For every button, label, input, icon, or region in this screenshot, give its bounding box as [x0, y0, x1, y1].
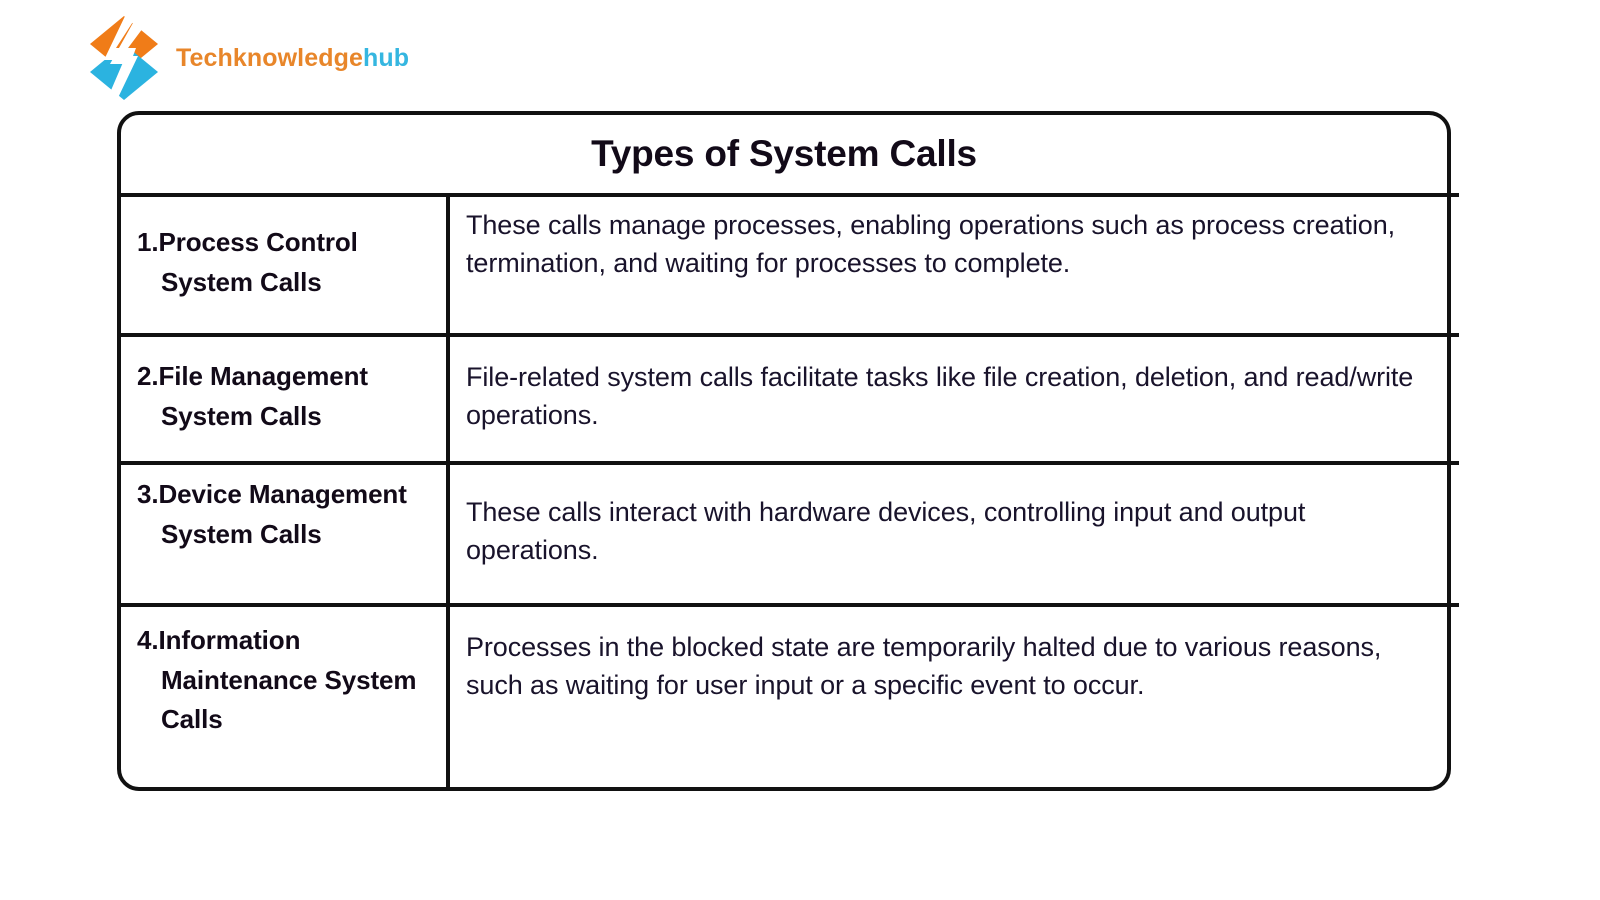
table-divider-1: [117, 333, 1459, 337]
row-description: Processes in the blocked state are tempo…: [466, 632, 1382, 700]
table-cell-label: 1.Process Control System Calls: [121, 193, 446, 333]
table-divider-3: [117, 603, 1459, 607]
table-cell-description: These calls interact with hardware devic…: [446, 461, 1447, 603]
table-cell-description: File-related system calls facilitate tas…: [446, 333, 1447, 461]
brand-name: Techknowledgehub: [176, 43, 410, 72]
brand-name-primary: Techknowledge: [176, 43, 363, 72]
table-row: 1.Process Control System Calls These cal…: [121, 193, 1447, 333]
table-cell-label: 2.File Management System Calls: [121, 333, 446, 461]
table-row: 4.Information Maintenance System Calls P…: [121, 603, 1447, 791]
row-description: These calls manage processes, enabling o…: [466, 210, 1396, 278]
table-column-divider: [446, 193, 450, 791]
table-row: 3.Device Management System Calls These c…: [121, 461, 1447, 603]
table-divider-header: [117, 193, 1459, 197]
table-cell-description: Processes in the blocked state are tempo…: [446, 603, 1447, 791]
page-title: Types of System Calls: [591, 133, 977, 174]
system-calls-table: Types of System Calls 1.Process Control …: [117, 111, 1459, 791]
brand-name-secondary: hub: [362, 43, 410, 72]
row-label: 2.File Management System Calls: [137, 361, 368, 431]
table-cell-label: 4.Information Maintenance System Calls: [121, 603, 446, 791]
table-cell-label: 3.Device Management System Calls: [121, 461, 446, 603]
table-divider-2: [117, 461, 1459, 465]
table-body: 1.Process Control System Calls These cal…: [121, 193, 1447, 791]
row-label: 3.Device Management System Calls: [137, 479, 407, 549]
brand-logo: Techknowledgehub: [86, 12, 410, 104]
table-row: 2.File Management System Calls File-rela…: [121, 333, 1447, 461]
table-cell-description: These calls manage processes, enabling o…: [446, 193, 1447, 333]
row-label: 4.Information Maintenance System Calls: [137, 625, 417, 735]
row-description: File-related system calls facilitate tas…: [466, 362, 1414, 430]
table-header: Types of System Calls: [121, 115, 1447, 193]
diamond-s-logo-icon: [86, 14, 162, 102]
row-description: These calls interact with hardware devic…: [466, 497, 1306, 565]
row-label: 1.Process Control System Calls: [137, 227, 358, 297]
